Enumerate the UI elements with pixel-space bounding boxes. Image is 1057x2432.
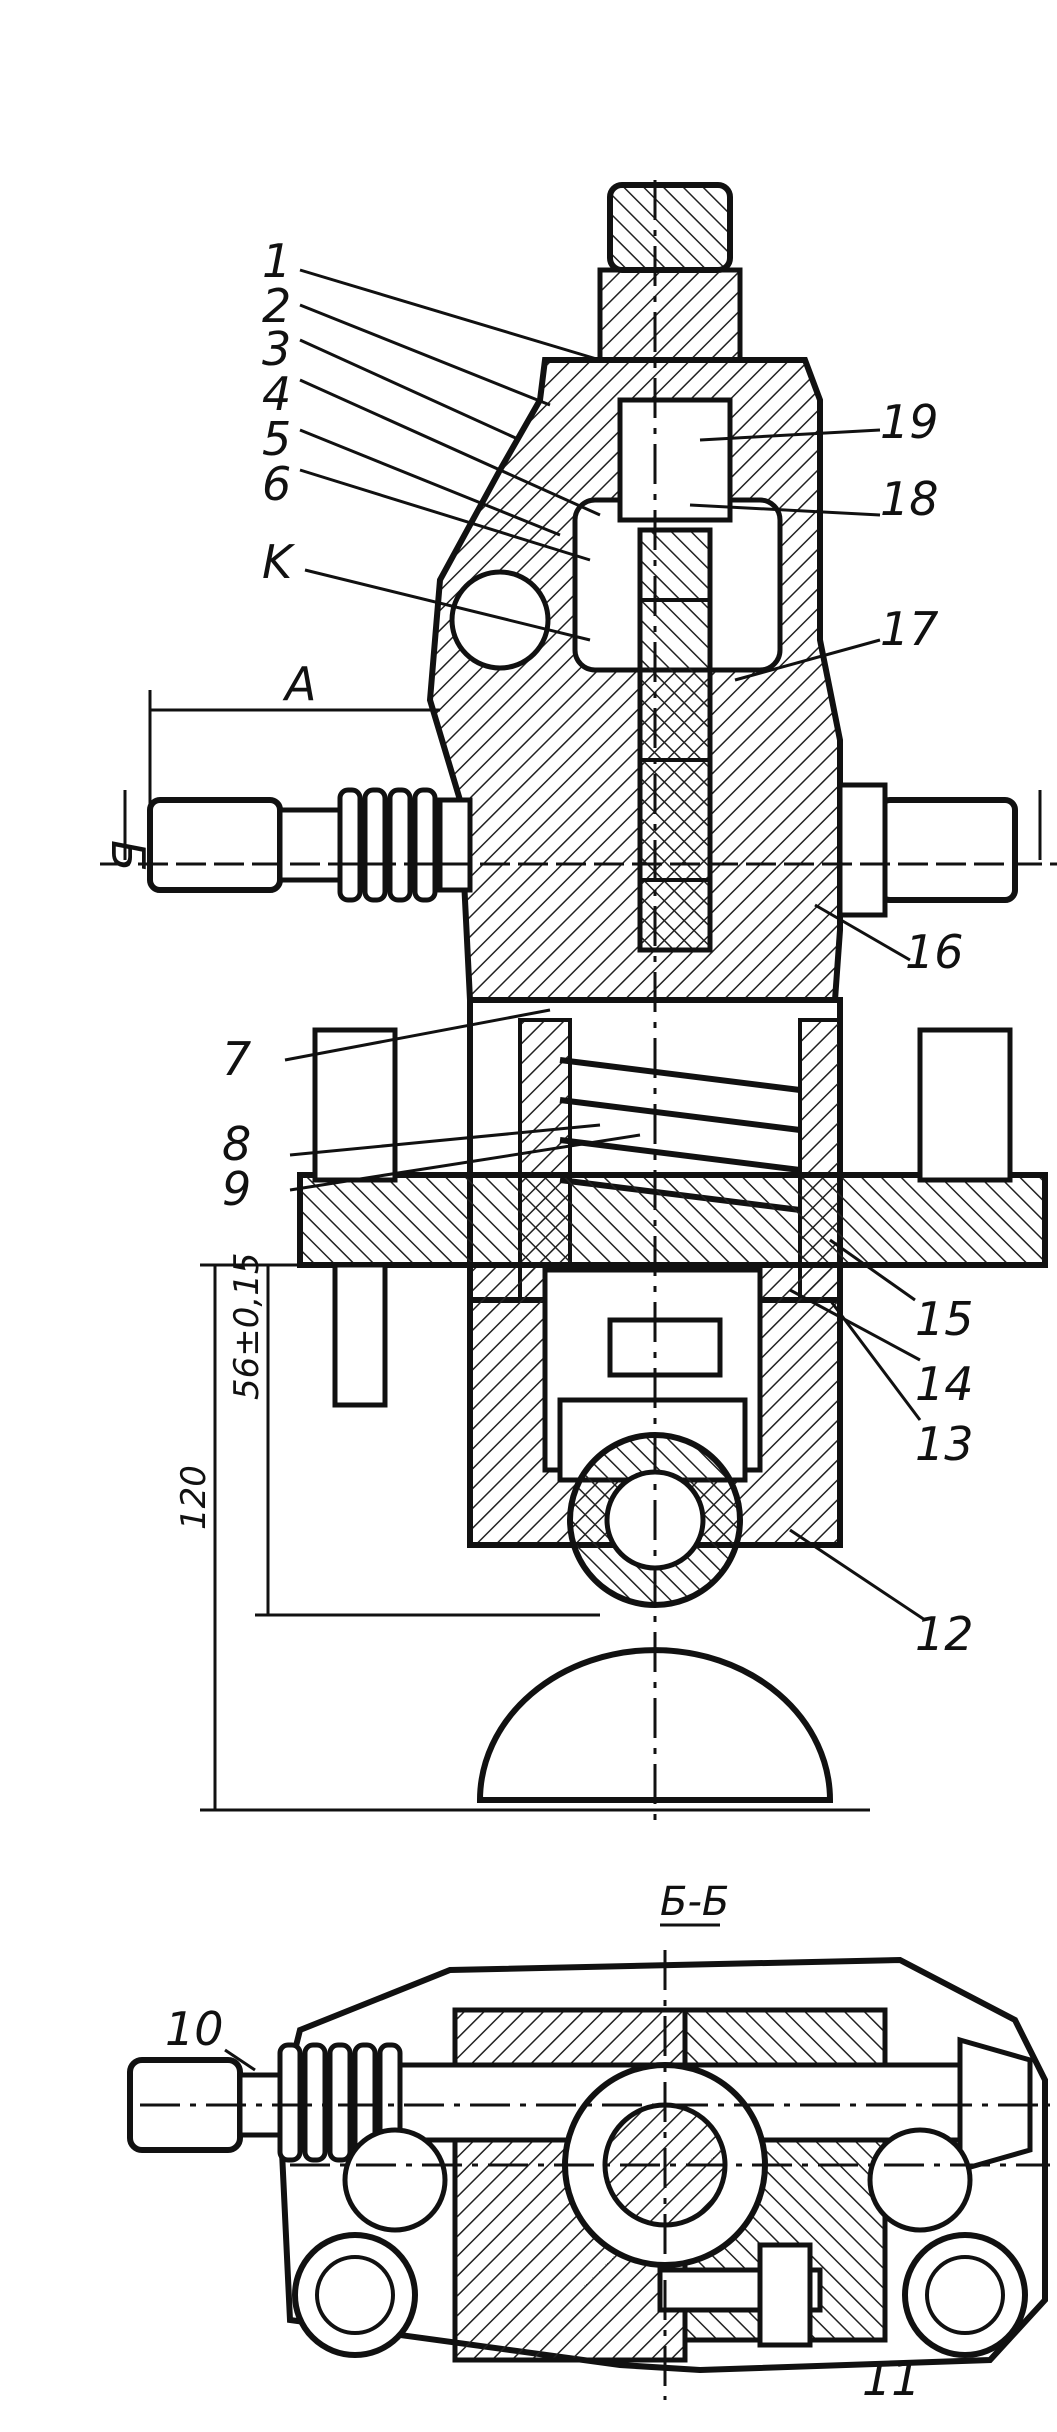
section-bb-label: Б-Б xyxy=(660,1879,729,1925)
callout-15: 15 xyxy=(915,1292,974,1346)
callout-16: 16 xyxy=(905,925,964,979)
callout-8: 8 xyxy=(222,1117,251,1171)
callout-19: 19 xyxy=(880,395,939,449)
main-section-view xyxy=(100,180,1057,2361)
bellows xyxy=(337,787,473,903)
dimension-120-label: 120 xyxy=(174,1465,214,1530)
callout-1: 1 xyxy=(262,234,291,288)
dimension-a-label: A xyxy=(282,657,316,711)
dimension-labels: A Б 120 56±0,15 Б-Б xyxy=(101,657,729,1925)
plunger-spring xyxy=(559,1057,801,1213)
dimension-56-label: 56±0,15 xyxy=(227,1253,267,1400)
callout-3: 3 xyxy=(262,322,291,376)
callout-6: 6 xyxy=(262,457,291,511)
dimension-lines xyxy=(100,690,1057,1812)
callout-13: 13 xyxy=(915,1417,974,1471)
callout-18: 18 xyxy=(880,472,939,526)
callout-10: 10 xyxy=(165,2002,224,2056)
callout-2: 2 xyxy=(262,279,291,333)
callouts-right: 19 18 17 16 15 14 13 12 11 xyxy=(862,395,974,2406)
callout-4: 4 xyxy=(262,367,291,421)
callout-5: 5 xyxy=(262,412,291,466)
section-mark-b-label: Б xyxy=(101,840,155,872)
callout-9: 9 xyxy=(222,1162,251,1216)
callout-12: 12 xyxy=(915,1607,974,1661)
callout-7: 7 xyxy=(222,1032,251,1086)
callout-11: 11 xyxy=(862,2352,921,2406)
callout-17: 17 xyxy=(880,602,939,656)
callout-14: 14 xyxy=(915,1357,974,1411)
callout-k: K xyxy=(262,535,296,589)
callouts-left: 1 2 3 4 5 6 K 7 8 9 10 xyxy=(165,234,296,2056)
section-bb-view xyxy=(127,1923,1050,2400)
